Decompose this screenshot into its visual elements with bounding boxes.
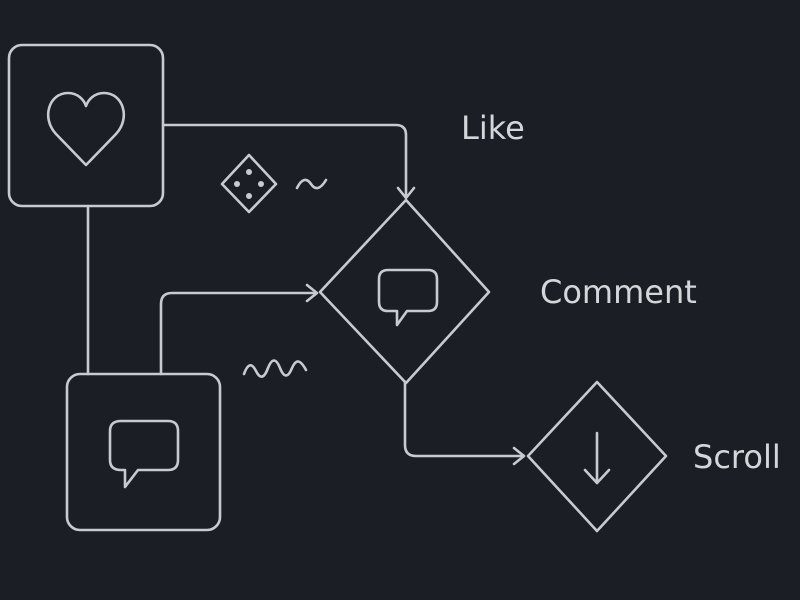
speech-bubble-icon: [108, 419, 180, 489]
connector-like-to-comment: [162, 123, 408, 198]
squiggle-icon: [242, 359, 308, 378]
label-like: Like: [461, 109, 525, 147]
label-comment: Comment: [540, 273, 697, 311]
arrowhead-like: [396, 186, 416, 200]
connectors: [86, 123, 526, 466]
like-source-node: [7, 43, 165, 208]
squiggle-icon: [295, 178, 328, 190]
comment-source-node: [65, 372, 222, 532]
dice-icon: [220, 153, 278, 214]
connector-comment-to-scroll: [403, 380, 524, 458]
connector-comment-box-to-diamond: [159, 291, 317, 376]
arrow-down-icon: [583, 431, 611, 485]
comment-decision-node: [318, 198, 491, 385]
arrowhead-scroll: [512, 446, 526, 466]
speech-bubble-icon: [377, 268, 439, 327]
label-scroll: Scroll: [693, 438, 781, 476]
arrowhead-comment: [305, 283, 319, 303]
scroll-decision-node: [526, 380, 668, 533]
heart-icon: [46, 91, 126, 167]
